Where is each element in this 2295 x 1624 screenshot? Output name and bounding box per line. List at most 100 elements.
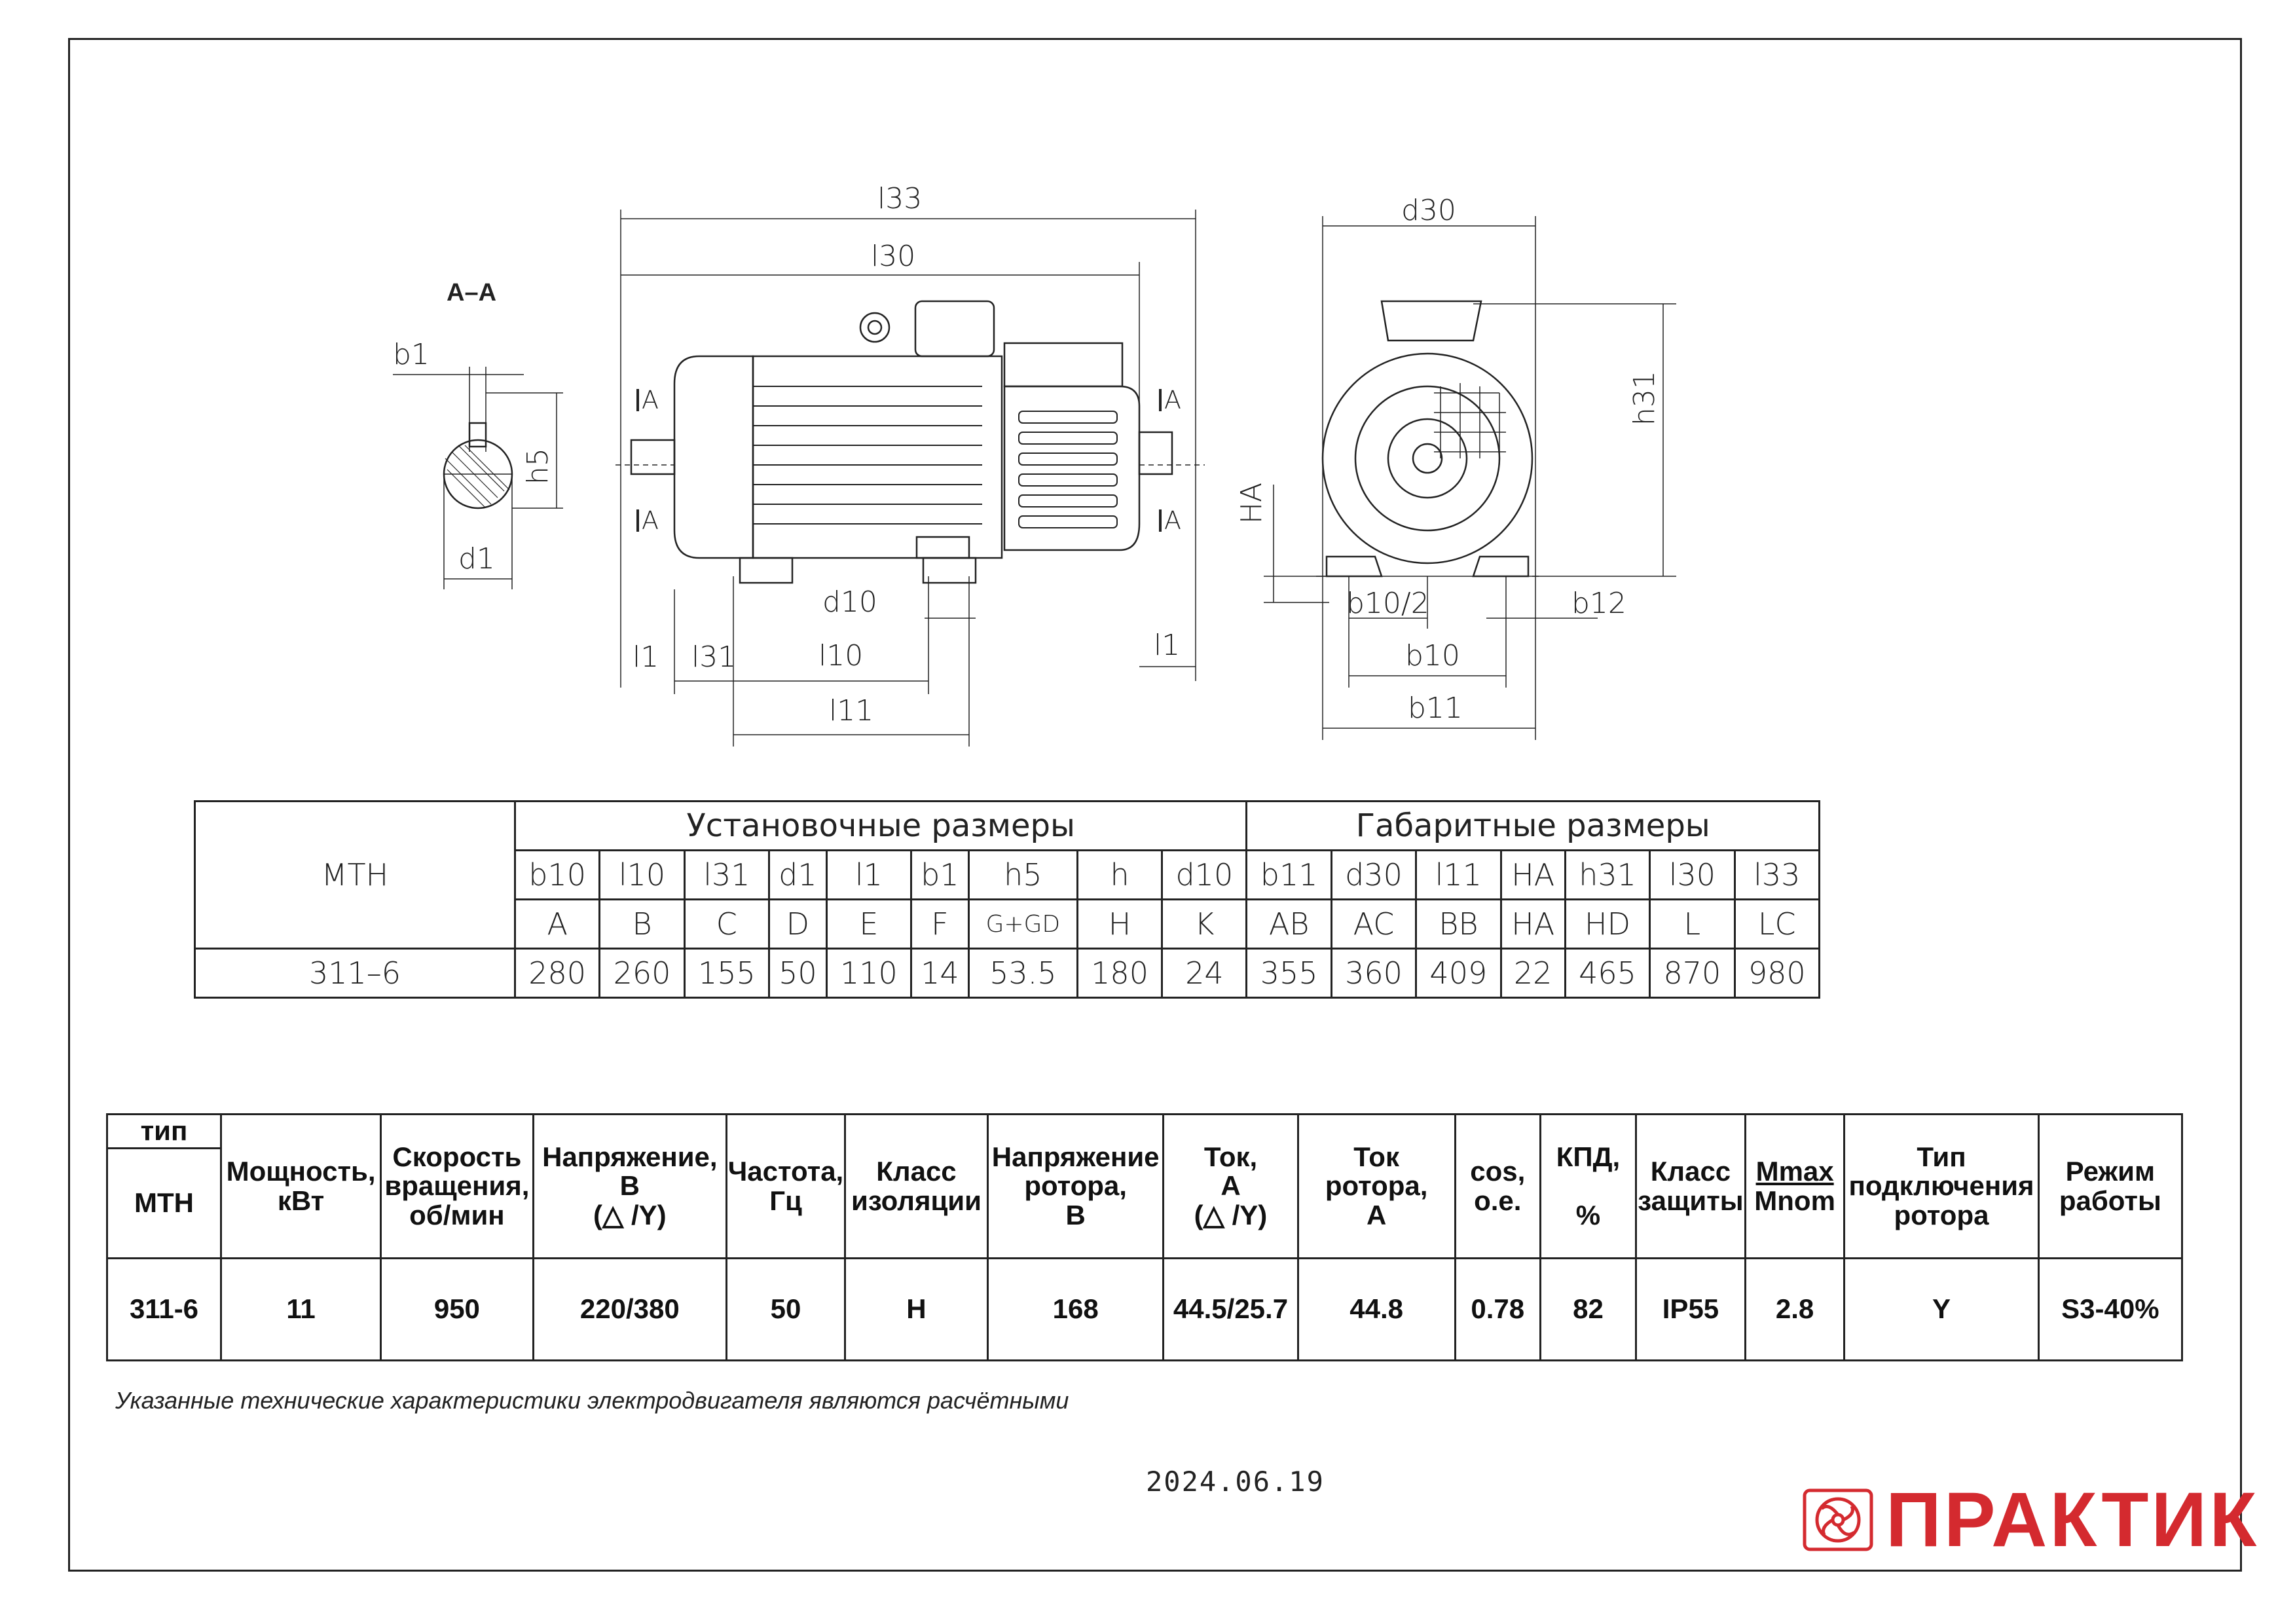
value-cell: 280 <box>513 948 601 999</box>
spec-rotor-voltage: 168 <box>986 1257 1165 1361</box>
code-cell: d10 <box>1161 849 1248 900</box>
dim-ha: HA <box>1235 482 1268 524</box>
document-date: 2024.06.19 <box>1146 1466 1325 1498</box>
code-cell: l31 <box>683 849 771 900</box>
letter-cell: F <box>910 898 970 950</box>
drawing-frame <box>68 38 2242 1572</box>
dim-b12: b12 <box>1571 587 1626 620</box>
letter-cell: A <box>513 898 601 950</box>
letter-cell: AC <box>1330 898 1418 950</box>
dim-d1: d1 <box>458 542 495 576</box>
slip-ring-housing <box>1003 385 1141 551</box>
letter-cell: E <box>825 898 913 950</box>
frequency-header: Частота,Гц <box>725 1113 846 1259</box>
letter-cell: G+GD <box>967 898 1078 950</box>
dim-h5: h5 <box>521 448 555 485</box>
front-view-housing <box>1321 352 1533 564</box>
value-cell: 180 <box>1076 948 1164 999</box>
value-cell: 155 <box>683 948 771 999</box>
code-cell: l30 <box>1649 849 1736 900</box>
dim-d30: d30 <box>1401 194 1456 227</box>
letter-cell: K <box>1161 898 1248 950</box>
code-cell: l1 <box>825 849 913 900</box>
code-cell: h5 <box>967 849 1078 900</box>
terminal-box-side <box>1003 342 1124 388</box>
spec-model: 311-6 <box>106 1257 222 1361</box>
value-cell: 260 <box>598 948 686 999</box>
voltage-header: Напряжение,В(△ /Y) <box>532 1113 728 1259</box>
brand-name: ПРАКТИК <box>1886 1477 2260 1563</box>
letter-cell: HA <box>1499 898 1566 950</box>
value-cell: 465 <box>1564 948 1651 999</box>
section-mark-a-2: A <box>642 506 659 535</box>
code-cell: HA <box>1499 849 1566 900</box>
spec-rotor-connection: Y <box>1843 1257 2040 1361</box>
installation-dims-title: Установочные размеры <box>513 800 1248 851</box>
letter-cell: L <box>1649 898 1736 950</box>
spec-frequency: 50 <box>725 1257 846 1361</box>
value-cell: 14 <box>910 948 970 999</box>
spec-duty-mode: S3-40% <box>2037 1257 2184 1361</box>
dim-l11: l11 <box>829 694 874 728</box>
spec-torque-ratio: 2.8 <box>1744 1257 1846 1361</box>
code-cell: d1 <box>768 849 828 900</box>
dim-b10: b10 <box>1405 639 1460 673</box>
section-mark-a-4: A <box>1164 506 1181 535</box>
overall-dims-title: Габаритные размеры <box>1245 800 1820 851</box>
code-cell: l33 <box>1733 849 1821 900</box>
terminal-box-top <box>914 300 995 358</box>
dim-l1-right: l1 <box>1154 629 1181 662</box>
spec-protection: IP55 <box>1635 1257 1746 1361</box>
spec-rotor-current: 44.8 <box>1296 1257 1456 1361</box>
dim-b11: b11 <box>1408 692 1463 725</box>
efficiency-header: КПД,% <box>1539 1113 1638 1259</box>
type-label: тип <box>106 1113 222 1149</box>
dim-l33: l33 <box>877 182 923 215</box>
code-cell: b1 <box>910 849 970 900</box>
code-cell: d30 <box>1330 849 1418 900</box>
value-cell: 110 <box>825 948 913 999</box>
dim-b10-half: b10/2 <box>1346 587 1429 620</box>
dims-model-cell: 311–6 <box>194 948 516 999</box>
series-label: МТН <box>106 1147 222 1259</box>
code-cell: l11 <box>1415 849 1502 900</box>
motor-drawing <box>393 210 1676 747</box>
letter-cell: C <box>683 898 771 950</box>
value-cell: 22 <box>1499 948 1566 999</box>
section-a-a-label: А–А <box>447 279 497 306</box>
cos-header: cos,о.е. <box>1454 1113 1541 1259</box>
dim-l30: l30 <box>871 240 916 273</box>
current-header: Ток,А(△ /Y) <box>1162 1113 1299 1259</box>
value-cell: 24 <box>1161 948 1248 999</box>
letter-cell: LC <box>1733 898 1821 950</box>
disclaimer-note: Указанные технические характеристики эле… <box>115 1387 1069 1414</box>
dim-b1: b1 <box>393 338 430 371</box>
code-cell: l10 <box>598 849 686 900</box>
stator-body <box>752 355 1003 559</box>
value-cell: 355 <box>1245 948 1332 999</box>
code-cell: h31 <box>1564 849 1651 900</box>
fan-cover <box>673 355 754 559</box>
section-mark-a-1: A <box>642 386 659 415</box>
spec-voltage: 220/380 <box>532 1257 728 1361</box>
spec-power: 11 <box>219 1257 382 1361</box>
rotor-current-header: Ток ротора,А <box>1296 1113 1456 1259</box>
fan-logo-icon <box>1803 1488 1873 1551</box>
letter-cell: H <box>1076 898 1164 950</box>
value-cell: 50 <box>768 948 828 999</box>
letter-cell: HD <box>1564 898 1651 950</box>
spec-efficiency: 82 <box>1539 1257 1638 1361</box>
spec-insulation: H <box>843 1257 989 1361</box>
front-terminal-box <box>1380 300 1482 342</box>
dim-l31: l31 <box>691 640 737 674</box>
letter-cell: AB <box>1245 898 1332 950</box>
power-header: Мощность, кВт <box>219 1113 382 1259</box>
value-cell: 980 <box>1733 948 1821 999</box>
